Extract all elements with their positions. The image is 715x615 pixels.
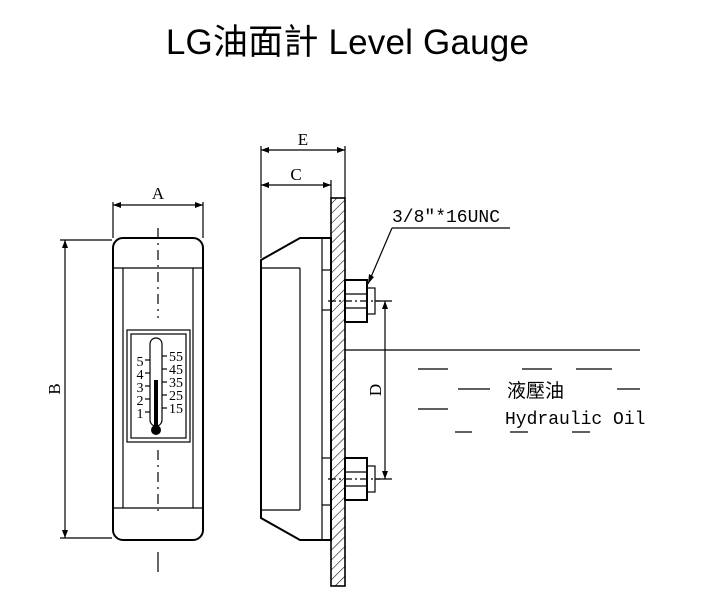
dimension-e: E bbox=[260, 130, 346, 258]
dimension-e-label: E bbox=[298, 130, 308, 149]
scale-left-1: 1 bbox=[137, 407, 144, 422]
front-gauge-body bbox=[112, 228, 204, 572]
dimension-b: B bbox=[45, 239, 112, 539]
scale-right-55: 55 bbox=[169, 350, 183, 365]
scale-right-15: 15 bbox=[169, 402, 183, 417]
dimension-d: D bbox=[366, 300, 392, 480]
oil-label-en: Hydraulic Oil bbox=[505, 410, 645, 430]
oil-level: 液壓油 Hydraulic Oil bbox=[345, 349, 645, 433]
dimension-c: C bbox=[261, 165, 332, 198]
scale-left: 5 4 3 2 1 bbox=[137, 355, 144, 422]
scale-left-4: 4 bbox=[137, 368, 144, 383]
scale-left-5: 5 bbox=[137, 355, 144, 370]
page-title: LG油面計 Level Gauge bbox=[165, 23, 530, 62]
dimension-c-label: C bbox=[290, 165, 301, 184]
thread-callout: 3/8"*16UNC bbox=[367, 208, 510, 285]
front-view: A B bbox=[45, 184, 204, 572]
side-view: E C bbox=[260, 130, 645, 587]
scale-right: 55 45 35 25 15 bbox=[169, 350, 183, 417]
dimension-a: A bbox=[112, 184, 204, 238]
dimension-b-label: B bbox=[45, 383, 64, 394]
dimension-d-label: D bbox=[366, 384, 385, 396]
tank-wall bbox=[330, 197, 346, 587]
dimension-a-label: A bbox=[152, 184, 165, 203]
scale-left-3: 3 bbox=[137, 381, 144, 396]
thermometer-window: 5 4 3 2 1 55 45 35 25 15 bbox=[126, 329, 191, 443]
thread-spec-label: 3/8"*16UNC bbox=[392, 208, 500, 228]
scale-right-25: 25 bbox=[169, 389, 183, 404]
scale-left-2: 2 bbox=[137, 394, 144, 409]
side-gauge-body bbox=[260, 237, 332, 541]
scale-right-35: 35 bbox=[169, 376, 183, 391]
oil-label-cn: 液壓油 bbox=[507, 380, 564, 402]
scale-right-45: 45 bbox=[169, 363, 183, 378]
